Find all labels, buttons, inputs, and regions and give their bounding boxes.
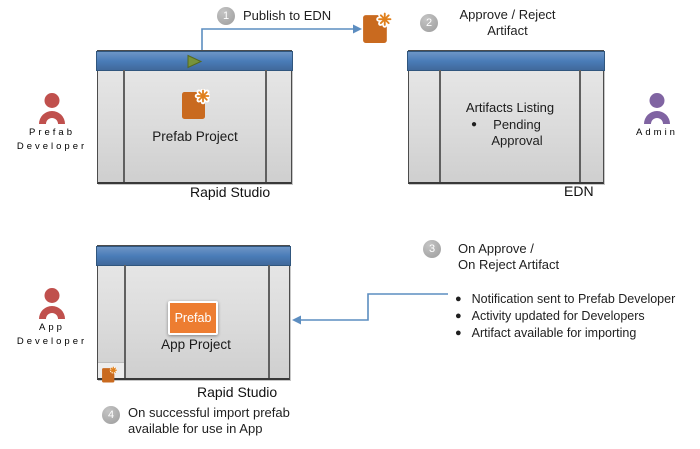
notify-connector-arrow (292, 293, 448, 325)
list-item: ● Activity updated for Developers (455, 309, 675, 324)
actor-app-developer: App Developer (8, 287, 96, 349)
bullet-icon: ● (455, 293, 462, 305)
titlebar (407, 51, 605, 71)
actor-label: App (39, 322, 65, 333)
bullet-icon: ● (455, 310, 462, 322)
step-number: 2 (425, 17, 433, 29)
play-icon[interactable] (186, 54, 203, 69)
step-3-line1: On Approve / (458, 241, 534, 256)
artifacts-listing-title: Artifacts Listing (465, 100, 555, 115)
window-caption: Rapid Studio (190, 184, 271, 200)
published-artifact-icon[interactable] (361, 12, 392, 45)
panel-divider (123, 70, 125, 182)
person-icon (39, 288, 65, 319)
actor-admin: Admin (613, 92, 700, 140)
step-4-badge: 4 (102, 406, 120, 424)
window-edn: Artifacts Listing ● Pending Approval (407, 50, 605, 184)
window-body: Prefab Project (98, 70, 291, 182)
step-1-badge: 1 (217, 7, 235, 25)
actor-label: Developer (16, 141, 88, 152)
panel-divider (265, 70, 267, 182)
panel-divider (579, 70, 581, 182)
bullet-icon: ● (455, 327, 462, 339)
panel-divider (439, 70, 441, 182)
publish-connector-arrow (201, 24, 362, 50)
list-item: ● Notification sent to Prefab Developer (455, 292, 675, 307)
artifacts-listing-area: Artifacts Listing ● Pending Approval (441, 70, 579, 182)
outcome-notes-list: ● Notification sent to Prefab Developer … (455, 292, 675, 341)
step-2-line2: Artifact (487, 23, 528, 38)
step-number: 3 (428, 243, 436, 255)
panel-divider (268, 265, 270, 378)
step-3-line2: On Reject Artifact (458, 257, 560, 272)
step-1-label: Publish to EDN (243, 8, 332, 23)
window-rapid-studio-app: Prefab App Project (96, 245, 291, 383)
step-3-badge: 3 (423, 240, 441, 258)
project-area: App Project (126, 265, 266, 378)
artifacts-listing-item[interactable]: ● Pending Approval (470, 117, 543, 148)
project-label: App Project (161, 337, 231, 352)
actor-label: Admin (636, 127, 678, 138)
project-label: Prefab Project (152, 129, 238, 144)
step-number: 1 (222, 10, 230, 22)
project-area: Prefab Project (125, 70, 265, 182)
step-2-label: Approve / Reject Artifact (450, 7, 565, 39)
window-caption: EDN (564, 183, 594, 199)
person-icon (39, 93, 65, 124)
step-2-line1: Approve / Reject (459, 7, 556, 22)
actor-label: Prefab (29, 127, 75, 138)
note-text: Activity updated for Developers (471, 309, 645, 323)
actor-label: Developer (16, 336, 88, 347)
actor-prefab-developer: Prefab Developer (8, 92, 96, 154)
step-4-label: On successful import prefab available fo… (128, 405, 290, 436)
prefab-file-icon[interactable] (101, 366, 117, 384)
titlebar (96, 51, 293, 71)
titlebar (96, 246, 291, 266)
note-text: Artifact available for importing (471, 326, 637, 340)
step-number: 4 (107, 409, 115, 421)
panel-divider (124, 265, 126, 378)
person-icon (644, 93, 670, 124)
note-text: Notification sent to Prefab Developer (471, 292, 676, 306)
window-body: Prefab App Project (98, 265, 289, 383)
window-caption: Rapid Studio (197, 384, 278, 400)
window-rapid-studio-prefab: Prefab Project (96, 50, 293, 184)
list-item: ● Artifact available for importing (455, 326, 675, 341)
step-2-badge: 2 (420, 14, 438, 32)
prefab-button[interactable]: Prefab (168, 301, 218, 335)
prefab-project-icon[interactable] (180, 89, 210, 121)
bullet-icon: ● (470, 119, 478, 130)
step-3-label: On Approve / On Reject Artifact (458, 241, 559, 273)
window-body: Artifacts Listing ● Pending Approval (409, 70, 603, 182)
